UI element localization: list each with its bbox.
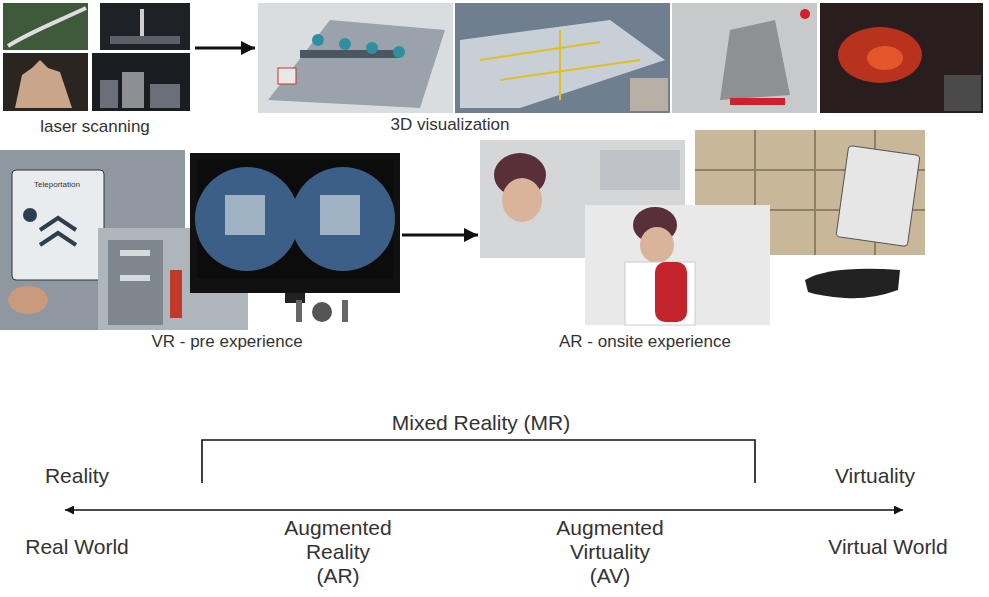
visualization-screens-part	[278, 68, 296, 84]
ar-images-part	[655, 262, 687, 322]
axis-end-label: Virtuality	[835, 464, 915, 488]
image-group: VR - pre experience	[0, 148, 402, 353]
vr-images-part	[23, 208, 37, 222]
visualization-screens-part	[480, 30, 640, 100]
vr-images-part	[312, 302, 332, 322]
vr-images-part	[342, 300, 348, 322]
visualization-screens-part	[630, 78, 668, 111]
vr-images-part	[40, 218, 76, 245]
laser-scan-images	[3, 3, 190, 111]
caption: 3D visualization	[390, 115, 509, 135]
vr-images-part	[8, 286, 48, 314]
visualization-screens-part	[838, 27, 922, 83]
screen-text: Teleportation	[34, 180, 80, 189]
axis-label: Augmented Virtuality (AV)	[556, 516, 663, 588]
vr-images-part	[12, 170, 104, 280]
ar-images-part	[640, 227, 674, 263]
visualization-screens-part	[867, 46, 903, 70]
axis-label: Augmented Reality (AR)	[284, 516, 391, 588]
caption: AR - onsite experience	[559, 332, 731, 352]
visualization-screens-part	[820, 3, 983, 113]
laser-scan-images-part	[3, 53, 88, 111]
axis-end-label: Virtual World	[828, 535, 947, 559]
ar-images-part	[805, 269, 900, 299]
visualization-screens-part	[944, 75, 981, 111]
mr-bracket	[202, 440, 755, 483]
laser-scan-images-part	[92, 53, 190, 111]
ar-images-part	[600, 150, 680, 190]
visualization-screens-part	[730, 98, 785, 105]
visualization-screens-part	[258, 3, 453, 113]
ar-images-part	[836, 145, 920, 246]
laser-scan-images-part	[15, 60, 72, 108]
laser-scan-images-part	[100, 80, 118, 108]
vr-images-part	[291, 167, 395, 271]
vr-images-part	[120, 250, 150, 256]
laser-scan-images-part	[122, 72, 144, 108]
reality-axis	[65, 509, 903, 511]
visualization-screens-part	[268, 20, 445, 108]
image-group: AR - onsite experience	[478, 128, 930, 353]
vr-images-part	[0, 150, 185, 330]
visualization-screens	[258, 3, 983, 113]
vr-images-part	[190, 153, 400, 293]
vr-images-part	[170, 270, 182, 318]
visualization-screens-part	[720, 20, 790, 100]
vr-images-part	[296, 300, 302, 322]
flow-arrow	[195, 47, 255, 50]
vr-images-part	[108, 240, 163, 325]
ar-images-part	[502, 178, 542, 222]
caption: VR - pre experience	[151, 332, 302, 352]
visualization-screens-part	[672, 3, 817, 113]
ar-images	[480, 130, 925, 325]
axis-end-label: Real World	[25, 535, 128, 559]
visualization-screens-part	[455, 3, 670, 113]
laser-scan-images-part	[150, 84, 180, 108]
vr-images-part	[225, 195, 265, 235]
image-group: 3D visualization	[255, 0, 985, 138]
caption: laser scanning	[40, 117, 150, 137]
visualization-screens-part	[393, 46, 405, 58]
vr-images-part	[195, 167, 299, 271]
laser-scan-images-part	[100, 3, 190, 50]
axis-end-label: Reality	[45, 464, 109, 488]
bracket-label: Mixed Reality (MR)	[392, 411, 571, 435]
ar-images-part	[585, 205, 770, 325]
ar-images-part	[625, 262, 695, 325]
visualization-screens-part	[300, 50, 400, 58]
image-group: laser scanning	[0, 0, 195, 138]
vr-images	[0, 150, 400, 330]
visualization-screens-part	[800, 9, 810, 19]
vr-images-part	[120, 275, 150, 281]
laser-scan-images-part	[8, 8, 86, 46]
flow-arrow	[402, 234, 478, 237]
vr-images-part	[320, 195, 360, 235]
visualization-screens-part	[312, 34, 324, 46]
laser-scan-images-part	[3, 3, 88, 50]
visualization-screens-part	[366, 42, 378, 54]
laser-scan-images-part	[110, 36, 180, 44]
visualization-screens-part	[339, 38, 351, 50]
